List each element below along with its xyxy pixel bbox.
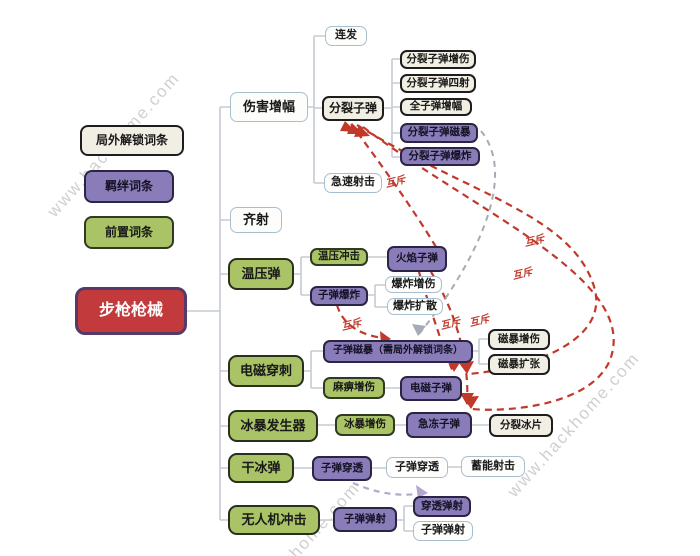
node-bullet-pierce-bond[interactable]: 子弹穿透 (312, 456, 372, 481)
root-rifle-weapon[interactable]: 步枪枪械 (75, 287, 187, 335)
node-split-bullet-damage[interactable]: 分裂子弹增伤 (400, 50, 476, 69)
mutex-label: 互斥 (523, 233, 546, 250)
node-charged-shot[interactable]: 蓄能射击 (461, 456, 525, 477)
node-split-bullet-quad-shot[interactable]: 分裂子弹四射 (400, 74, 476, 93)
gray-arrowhead (412, 324, 426, 336)
node-thermobaric-impact[interactable]: 温压冲击 (310, 248, 368, 266)
node-split-bullet-explosion[interactable]: 分裂子弹爆炸 (400, 147, 480, 166)
mutex-label: 互斥 (511, 266, 534, 283)
mutex-label: 互斥 (439, 316, 462, 333)
node-emp-damage[interactable]: 磁暴增伤 (488, 329, 550, 350)
legend-bond: 羁绊词条 (84, 170, 174, 203)
node-bullet-explosion[interactable]: 子弹爆炸 (310, 286, 368, 306)
node-dry-ice-bomb[interactable]: 干冰弹 (228, 453, 294, 483)
node-electromagnetic-pierce[interactable]: 电磁穿刺 (228, 355, 304, 387)
node-bullet-emp-outside-unlock[interactable]: 子弹磁暴（需局外解锁词条） (323, 340, 473, 363)
node-ice-storm-damage[interactable]: 冰暴增伤 (335, 414, 395, 436)
node-bullet-pierce[interactable]: 子弹穿透 (386, 457, 448, 478)
mutex-label: 互斥 (468, 313, 491, 330)
node-freeze-bullet[interactable]: 急冻子弹 (406, 412, 472, 438)
node-thermobaric-bomb[interactable]: 温压弹 (228, 258, 294, 290)
node-damage-amplification[interactable]: 伤害增幅 (230, 92, 308, 122)
node-explosion-spread[interactable]: 爆炸扩散 (387, 298, 443, 315)
node-burst-fire[interactable]: 连发 (325, 26, 367, 46)
node-rapid-fire[interactable]: 急速射击 (324, 173, 382, 193)
node-bullet-ricochet[interactable]: 子弹弹射 (413, 521, 473, 541)
mutex-label: 互斥 (340, 317, 363, 334)
legend-outside-unlock: 局外解锁词条 (80, 125, 184, 156)
node-split-ice-shard[interactable]: 分裂冰片 (489, 414, 553, 437)
node-explosion-damage[interactable]: 爆炸增伤 (385, 276, 442, 293)
node-pierce-ricochet[interactable]: 穿透弹射 (413, 496, 471, 517)
lavender-relation-arrow (352, 481, 425, 496)
node-flame-bullet[interactable]: 火焰子弹 (387, 246, 447, 272)
node-bullet-ricochet-bond[interactable]: 子弹弹射 (333, 507, 397, 532)
node-drone-impact[interactable]: 无人机冲击 (228, 505, 320, 535)
node-full-bullet-amplification[interactable]: 全子弹增幅 (400, 98, 472, 116)
legend-prerequisite: 前置词条 (84, 216, 174, 249)
mutex-label: 互斥 (384, 174, 407, 191)
node-salvo[interactable]: 齐射 (230, 207, 282, 233)
node-ice-storm-generator[interactable]: 冰暴发生器 (228, 410, 318, 442)
node-paralysis-damage[interactable]: 麻痹增伤 (323, 377, 385, 399)
node-split-bullet[interactable]: 分裂子弹 (322, 96, 384, 121)
mutex-arrows (335, 123, 615, 411)
node-emp-expansion[interactable]: 磁暴扩张 (488, 354, 550, 375)
node-split-bullet-emp[interactable]: 分裂子弹磁暴 (400, 123, 478, 143)
node-electromagnetic-bullet[interactable]: 电磁子弹 (400, 376, 462, 401)
